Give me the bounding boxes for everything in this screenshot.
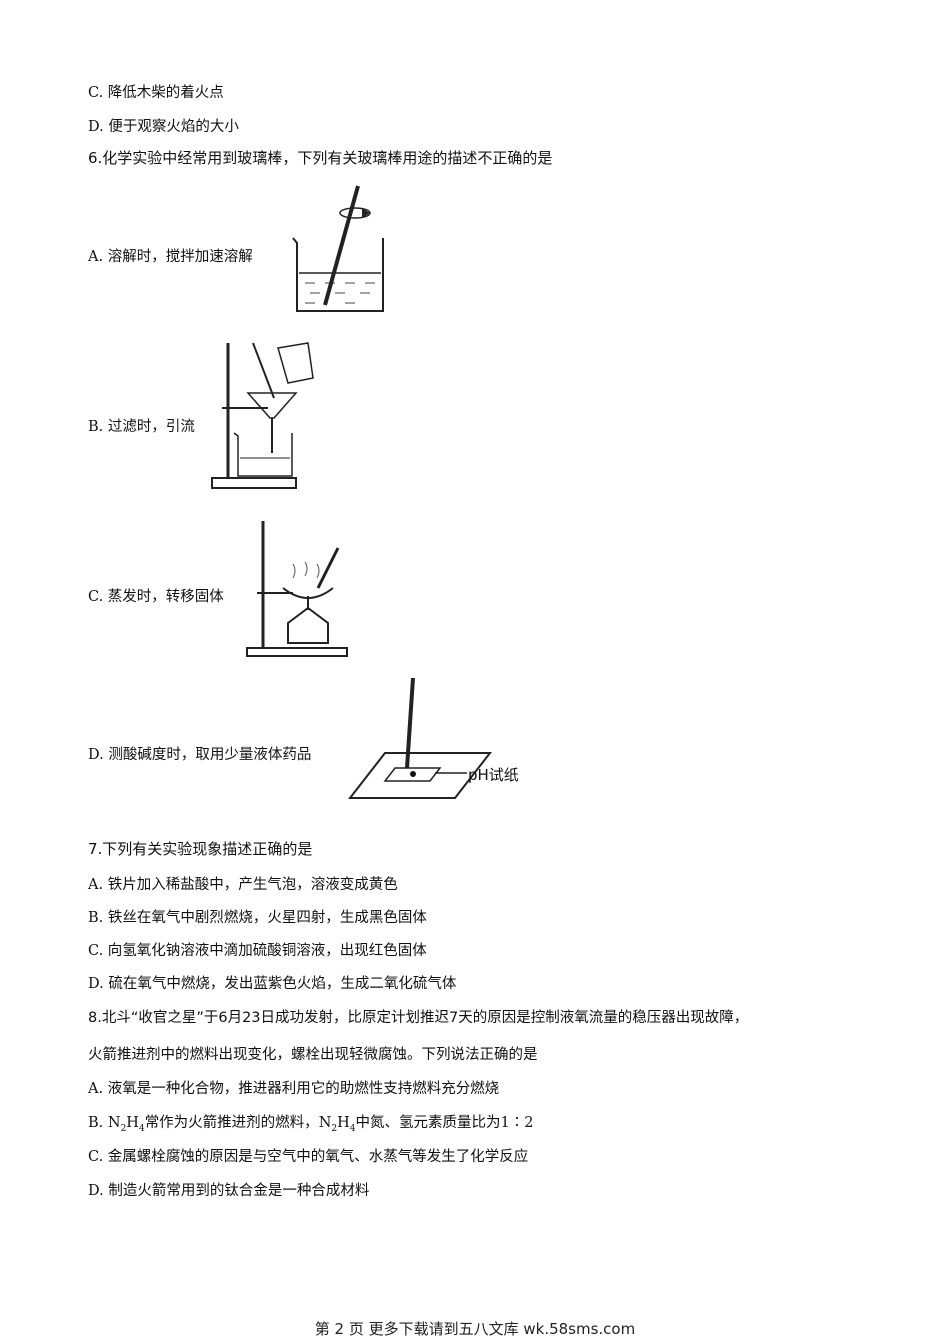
q8-option-c: C. 金属螺栓腐蚀的原因是与空气中的氧气、水蒸气等发生了化学反应 [88,1149,529,1165]
q5-option-c: C. 降低木柴的着火点 [88,85,224,101]
n: N [318,1115,332,1131]
q6-option-d: D. 测酸碱度时，取用少量液体药品 [88,747,312,763]
sub: 2 [120,1123,127,1134]
n: N [107,1115,121,1131]
page-footer: 第 2 页 更多下载请到五八文库 wk.58sms.com [314,1320,636,1338]
ph-paper-label: pH试纸 [468,766,519,784]
ph-paper-diagram [347,677,493,799]
sub: 2 [331,1123,338,1134]
q8-option-b: B. N2H4常作为火箭推进剂的燃料，N2H4中氮、氢元素质量比为1∶2 [88,1111,533,1134]
q7-option-c: C. 向氢氧化钠溶液中滴加硫酸铜溶液，出现红色固体 [88,943,427,959]
q7-option-a: A. 铁片加入稀盐酸中，产生气泡，溶液变成黄色 [88,877,398,893]
h: H [337,1115,350,1131]
q6-option-c: C. 蒸发时，转移固体 [88,589,224,605]
h: H [126,1115,139,1131]
formula-n2h4: N2H4 [107,1115,145,1134]
option-label: B. [88,1115,108,1131]
q6-stem: 6.化学实验中经常用到玻璃棒，下列有关玻璃棒用途的描述不正确的是 [88,149,553,167]
q7-option-b: B. 铁丝在氧气中剧烈燃烧，火星四射，生成黑色固体 [88,910,427,926]
formula-n2h4: N2H4 [318,1115,356,1134]
text: 常作为火箭推进剂的燃料， [144,1115,319,1131]
sub: 4 [138,1123,145,1134]
q8-option-d: D. 制造火箭常用到的钛合金是一种合成材料 [88,1183,370,1199]
q8-option-a: A. 液氧是一种化合物，推进器利用它的助燃性支持燃料充分燃烧 [88,1081,500,1097]
sub: 4 [349,1123,356,1134]
evaporation-diagram [246,521,348,657]
q6-option-b: B. 过滤时，引流 [88,419,195,435]
text: 中氮、氢元素质量比为1∶2 [355,1115,534,1131]
q8-stem-line1: 8.北斗“收官之星”于6月23日成功发射，比原定计划推迟7天的原因是控制液氧流量… [88,1010,749,1026]
q5-option-d: D. 便于观察火焰的大小 [88,119,239,135]
stirring-beaker-diagram [292,185,384,312]
q6-option-a: A. 溶解时，搅拌加速溶解 [88,249,253,265]
q8-stem-line2: 火箭推进剂中的燃料出现变化，螺栓出现轻微腐蚀。下列说法正确的是 [88,1047,538,1063]
q7-stem: 7.下列有关实验现象描述正确的是 [88,840,313,858]
q7-option-d: D. 硫在氧气中燃烧，发出蓝紫色火焰，生成二氧化硫气体 [88,976,457,992]
filtration-diagram [211,342,314,489]
